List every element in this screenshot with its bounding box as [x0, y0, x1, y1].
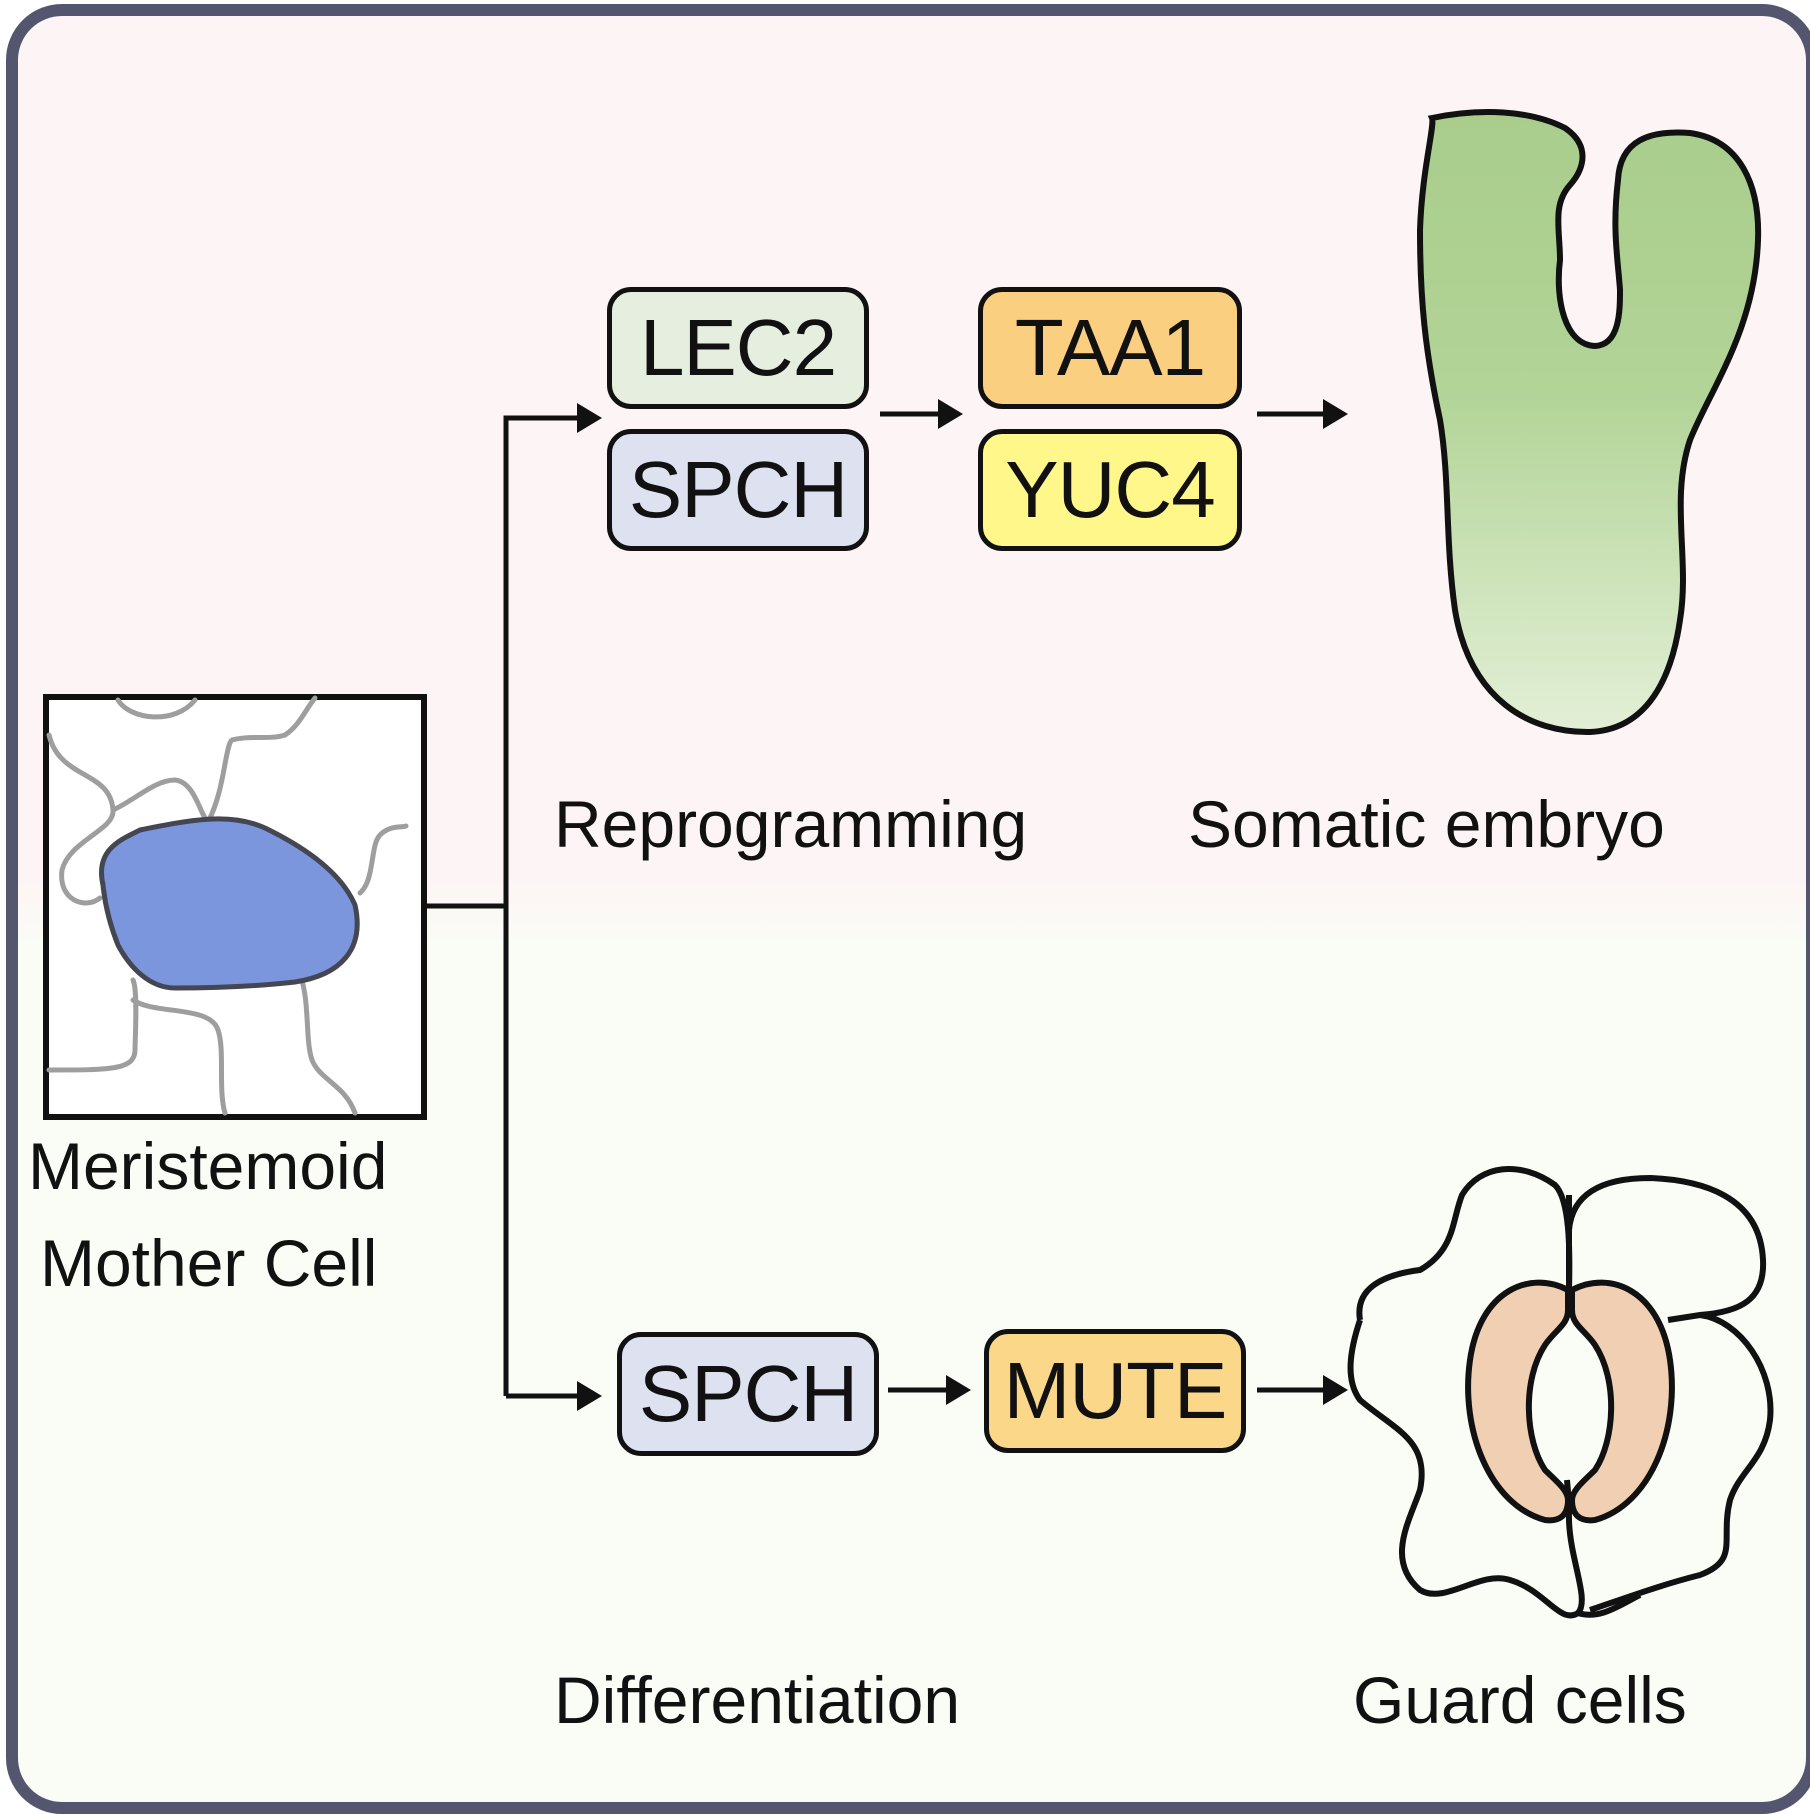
pavement-cell-left [1347, 1319, 1585, 1619]
source-cell-label-line2: Mother Cell [40, 1226, 378, 1300]
gene-box-mute: MUTE [984, 1329, 1246, 1453]
gene-label-mute: MUTE [1003, 1346, 1228, 1435]
pathway-connectors [424, 399, 1348, 1411]
gene-box-lec2: LEC2 [607, 287, 869, 409]
pavement-cell-lower-right [1577, 1592, 1642, 1618]
guard-cells-illustration [1347, 1166, 1774, 1619]
gene-label-lec2: LEC2 [639, 303, 837, 392]
cell-walls [46, 695, 409, 1116]
somatic-embryo-label: Somatic embryo [1188, 787, 1665, 861]
gene-label-yuc4: YUC4 [1005, 445, 1215, 534]
guard-cell-left [1465, 1279, 1572, 1524]
nucleus [99, 816, 360, 991]
gene-box-yuc4: YUC4 [978, 429, 1242, 551]
gene-label-spch: SPCH [628, 445, 848, 534]
differentiation-label: Differentiation [554, 1663, 961, 1737]
gene-box-spch-top: SPCH [607, 429, 869, 551]
branch-connector-top [503, 403, 602, 1396]
gene-box-spch-bottom: SPCH [617, 1332, 879, 1456]
reprogramming-label: Reprogramming [554, 787, 1028, 861]
pavement-cell-upper-left [1356, 1166, 1573, 1321]
gene-label-spch: SPCH [638, 1349, 858, 1438]
meristemoid-mother-cell-illustration [43, 694, 427, 1120]
guard-cell-pair [1465, 1279, 1675, 1524]
somatic-embryo-illustration [1416, 109, 1762, 736]
pavement-cell-right [1589, 1312, 1774, 1613]
guard-cells-label: Guard cells [1353, 1663, 1687, 1737]
gene-label-taa1: TAA1 [1014, 303, 1206, 392]
guard-cell-right [1568, 1279, 1675, 1524]
pavement-cell-upper-right [1566, 1174, 1767, 1323]
gene-box-taa1: TAA1 [978, 287, 1242, 409]
source-cell-label-line1: Meristemoid [28, 1129, 388, 1203]
